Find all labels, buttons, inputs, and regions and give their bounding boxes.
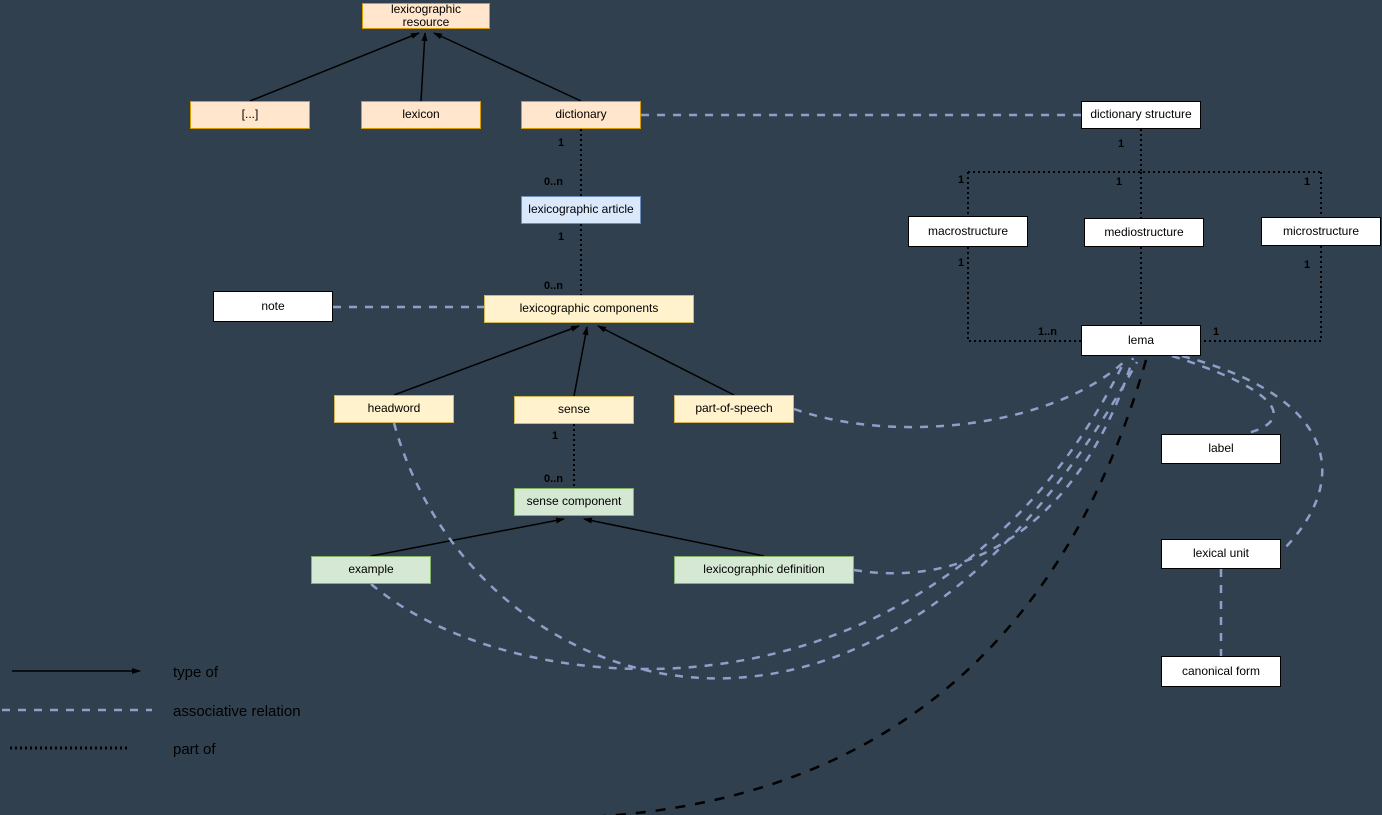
node-lexicographic-components[interactable]: lexicographic components <box>484 295 694 323</box>
node-part-of-speech[interactable]: part-of-speech <box>674 395 794 423</box>
edge-lema-headword <box>392 361 1139 680</box>
edge-example-to-sensecomponent <box>370 517 565 557</box>
edge-dictionary-to-resource <box>433 32 582 102</box>
edge-lema-example <box>370 359 1127 671</box>
mult-article-1: 1 <box>558 231 564 243</box>
edge-headword-to-components <box>393 325 580 396</box>
mult-macro-bottom-1: 1 <box>958 257 964 269</box>
node-label[interactable]: label <box>1161 434 1281 464</box>
node-example[interactable]: example <box>311 556 431 584</box>
edge-lema-lexicalunit <box>1181 354 1324 551</box>
edge-pos-to-components <box>597 325 735 396</box>
node-dictionary-structure[interactable]: dictionary structure <box>1081 101 1201 129</box>
edge-lexdef-to-sensecomponent <box>583 517 765 557</box>
node-sense[interactable]: sense <box>514 396 634 424</box>
node-lexicographic-definition[interactable]: lexicographic definition <box>674 556 854 584</box>
edge-lema-label <box>1171 354 1275 435</box>
mult-micro-top-1: 1 <box>1304 176 1310 188</box>
edge-ellipsis-to-resource <box>249 32 420 102</box>
mult-article-0n: 0..n <box>544 176 563 188</box>
node-lexicographic-article[interactable]: lexicographic article <box>521 196 641 224</box>
mult-lema-1n: 1..n <box>1038 326 1057 338</box>
mult-macro-top-1: 1 <box>958 174 964 186</box>
node-lexicographic-resource[interactable]: lexicographic resource <box>362 2 490 29</box>
node-canonical-form[interactable]: canonical form <box>1161 656 1281 687</box>
edge-lema-pos <box>793 357 1129 429</box>
edge-lema-lexdef <box>853 357 1135 575</box>
node-lexicon[interactable]: lexicon <box>361 101 481 129</box>
node-sense-component[interactable]: sense component <box>514 488 634 516</box>
mult-dictstructure-1: 1 <box>1118 138 1124 150</box>
mult-micro-bottom-1: 1 <box>1304 259 1310 271</box>
node-lema[interactable]: lema <box>1081 325 1201 356</box>
legend-associative-label: associative relation <box>173 703 301 720</box>
edge-macro-lema <box>967 247 1081 342</box>
edge-sense-to-components <box>573 326 589 397</box>
mult-sensecomponent-0n: 0..n <box>544 473 563 485</box>
mult-lema-right-1: 1 <box>1213 326 1219 338</box>
legend-typeof-label: type of <box>173 664 219 681</box>
edge-lexicon-to-resource <box>420 32 428 102</box>
legend-partof-label: part of <box>173 741 216 758</box>
edge-micro-lema <box>1201 246 1322 342</box>
node-ellipsis[interactable]: [...] <box>190 101 310 129</box>
node-dictionary[interactable]: dictionary <box>521 101 641 129</box>
node-headword[interactable]: headword <box>334 395 454 423</box>
node-lexical-unit[interactable]: lexical unit <box>1161 539 1281 569</box>
mult-medio-top-1: 1 <box>1116 176 1122 188</box>
mult-components-0n: 0..n <box>544 280 563 292</box>
node-macrostructure[interactable]: macrostructure <box>908 216 1028 247</box>
mult-dictionary-1: 1 <box>558 137 564 149</box>
mult-sense-1: 1 <box>552 430 558 442</box>
edge-lema-bottom-arc <box>598 359 1148 815</box>
node-microstructure[interactable]: microstructure <box>1261 217 1381 246</box>
node-note[interactable]: note <box>213 291 333 322</box>
node-mediostructure[interactable]: mediostructure <box>1084 218 1204 247</box>
